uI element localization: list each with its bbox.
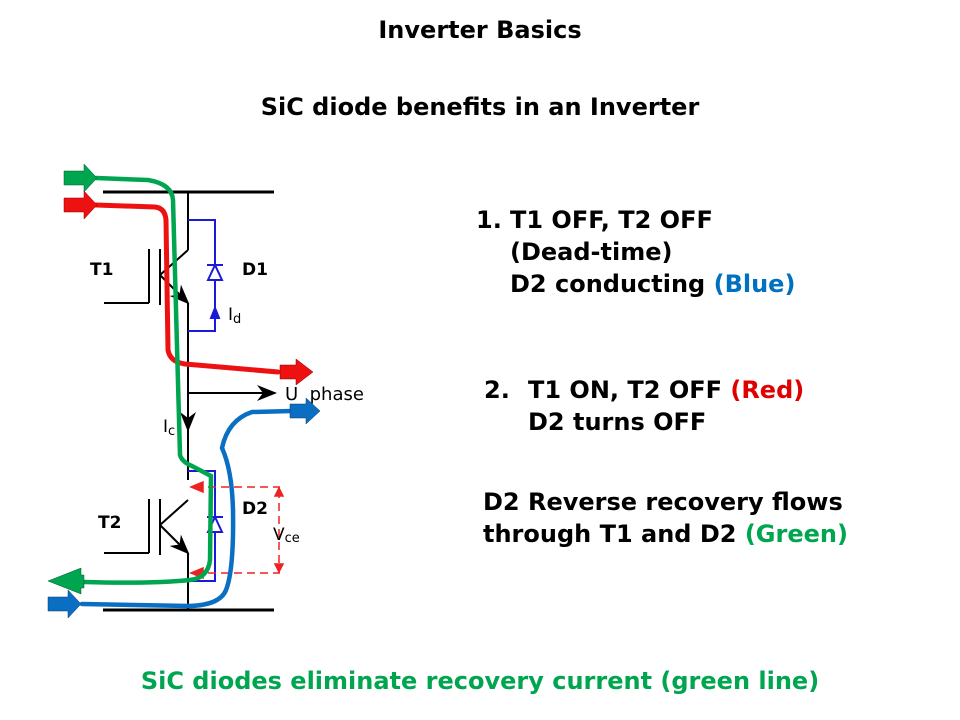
step-2-text: 2.T1 ON, T2 OFF (Red) D2 turns OFF — [484, 374, 804, 438]
d1-diode-symbol — [188, 219, 224, 332]
t1-label: T1 — [90, 260, 113, 280]
step-1-line-1: 1.T1 OFF, T2 OFF — [476, 206, 713, 234]
red-highlight: (Red) — [730, 376, 805, 404]
t2-igbt-symbol — [104, 499, 190, 555]
slide-title: Inverter Basics — [378, 16, 582, 44]
blue-output-arrow — [289, 397, 321, 425]
step-2-line-1: 2.T1 ON, T2 OFF (Red) — [484, 376, 805, 404]
green-output-arrow — [47, 567, 85, 595]
blue-highlight: (Blue) — [713, 270, 796, 298]
u-phase-label: U phase — [285, 384, 364, 405]
blue-input-arrow — [47, 589, 82, 619]
step-2-line-2: D2 turns OFF — [528, 408, 707, 436]
ic-label: Ic — [163, 417, 175, 439]
t2-label: T2 — [98, 513, 121, 533]
step-3-line-2: through T1 and D2 (Green) — [483, 520, 848, 548]
vce-label: Vce — [273, 525, 300, 546]
step-3-line-1: D2 Reverse recovery flows — [483, 488, 843, 516]
step-1-text: 1.T1 OFF, T2 OFF (Dead-time) D2 conducti… — [476, 204, 795, 300]
green-input-arrow — [63, 163, 98, 193]
red-output-arrow — [279, 358, 314, 386]
step-1-line-2: (Dead-time) — [510, 238, 673, 266]
slide-subtitle: SiC diode benefits in an Inverter — [260, 93, 700, 121]
id-label: Id — [228, 305, 241, 327]
red-input-arrow — [63, 190, 98, 220]
d2-label: D2 — [242, 499, 268, 519]
vce-measurement-marker — [189, 480, 285, 580]
step-1-line-3: D2 conducting (Blue) — [510, 270, 796, 298]
slide-footer: SiC diodes eliminate recovery current (g… — [140, 667, 820, 695]
step-3-text: D2 Reverse recovery flows through T1 and… — [483, 486, 848, 550]
d1-label: D1 — [242, 260, 268, 280]
green-current-path — [81, 175, 214, 585]
green-highlight: (Green) — [744, 520, 848, 548]
blue-current-path — [79, 408, 295, 609]
